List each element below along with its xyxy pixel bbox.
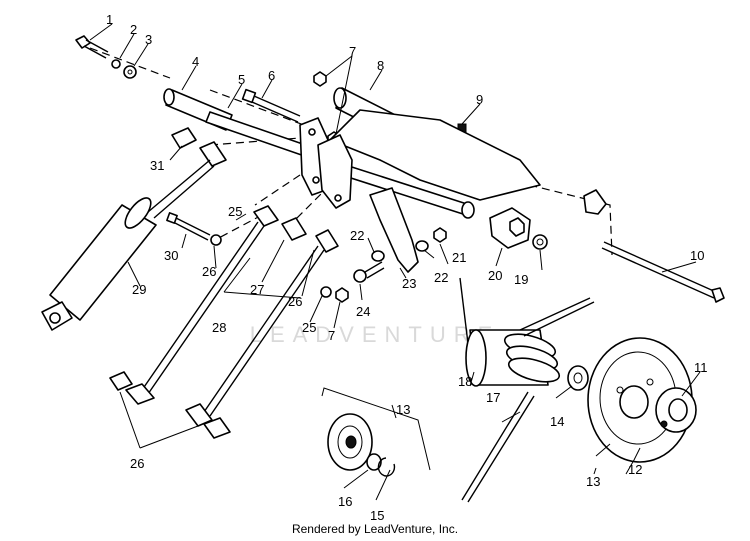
bushing-25-upper (253, 205, 279, 227)
callout-16: 16 (338, 494, 352, 509)
long-bolt-10 (601, 241, 725, 303)
callout-17: 17 (486, 390, 500, 405)
callout-27: 27 (250, 282, 264, 297)
washer-14 (567, 365, 589, 391)
callout-11: 11 (694, 360, 708, 375)
bolt-1 (75, 35, 109, 59)
washer-26-upper (210, 234, 222, 246)
assembly-axis-links (209, 137, 331, 241)
link-rod-28-left (141, 221, 265, 395)
callout-26-lower: 26 (130, 456, 144, 471)
callout-30: 30 (164, 248, 178, 263)
callout-21: 21 (452, 250, 466, 265)
bushing-26-d (203, 417, 231, 439)
callout-23: 23 (402, 276, 416, 291)
idler-wheel-13-right (587, 337, 693, 463)
callout-20: 20 (488, 268, 502, 283)
washer-22-right (415, 240, 429, 252)
idler-wheel-13-left (327, 413, 373, 471)
callout-14: 14 (550, 414, 564, 429)
washer-3 (123, 65, 137, 79)
nut-21 (433, 227, 447, 243)
bolt-24 (353, 261, 385, 283)
nut-near-10 (583, 189, 607, 215)
callout-25-upper: 25 (228, 204, 242, 219)
callout-13-left: 13 (396, 402, 410, 417)
assembly-axis-upper (89, 47, 613, 256)
callout-28: 28 (212, 320, 226, 335)
callout-19: 19 (514, 272, 528, 287)
callout-15: 15 (370, 508, 384, 523)
nut-7-lower (335, 287, 349, 303)
callout-31: 31 (150, 158, 164, 173)
callout-7-top: 7 (349, 44, 356, 59)
callout-9: 9 (476, 92, 483, 107)
hub-11 (655, 387, 697, 433)
shock-absorber-29 (41, 159, 215, 331)
washer-22-left (371, 250, 385, 262)
callout-7-lower: 7 (328, 328, 335, 343)
bushing-31-b (199, 141, 227, 167)
callout-8: 8 (377, 58, 384, 73)
rear-arm-frame (325, 109, 541, 219)
bushing-26-b (125, 383, 155, 405)
callout-18: 18 (458, 374, 472, 389)
callout-2: 2 (130, 22, 137, 37)
callout-13-right: 13 (586, 474, 600, 489)
bushing-31-a (171, 127, 197, 149)
callout-26-upper: 26 (202, 264, 216, 279)
bushing-27 (281, 217, 307, 241)
callout-24: 24 (356, 304, 370, 319)
callout-26-mid: 26 (288, 294, 302, 309)
leader-lines (89, 23, 701, 501)
callout-10: 10 (690, 248, 704, 263)
bushing-26-c (185, 403, 213, 427)
snap-ring-15 (377, 457, 396, 477)
nut-7-top (313, 71, 327, 87)
idler-bracket-23 (369, 187, 419, 273)
callout-22-left: 22 (350, 228, 364, 243)
link-rod-28-right (203, 245, 325, 417)
spring-18 (465, 297, 595, 387)
bracket-13 (321, 387, 431, 471)
washer-19 (532, 234, 548, 250)
bolt-30 (166, 212, 211, 241)
side-plate-right (317, 134, 353, 209)
callout-22-right: 22 (434, 270, 448, 285)
bolt-6 (241, 88, 301, 123)
callout-5: 5 (238, 72, 245, 87)
bushing-26-a (109, 371, 133, 391)
bushing-25-lower (315, 229, 339, 253)
callout-6: 6 (268, 68, 275, 83)
callout-1: 1 (106, 12, 113, 27)
callout-3: 3 (145, 32, 152, 47)
callout-labels: 1 2 3 4 5 6 7 7 8 9 10 11 12 13 13 14 15… (106, 12, 708, 523)
callout-25-lower: 25 (302, 320, 316, 335)
render-credit: Rendered by LeadVenture, Inc. (291, 522, 459, 536)
callout-4: 4 (192, 54, 199, 69)
callout-29: 29 (132, 282, 146, 297)
spacer-block-20 (489, 207, 531, 249)
lock-washer-2 (111, 59, 121, 69)
watermark: LEADVENTURE (249, 322, 501, 347)
washer-25 (320, 286, 332, 298)
bearing-16 (366, 453, 382, 471)
spring-arm-17 (461, 391, 535, 503)
callout-12: 12 (628, 462, 642, 477)
